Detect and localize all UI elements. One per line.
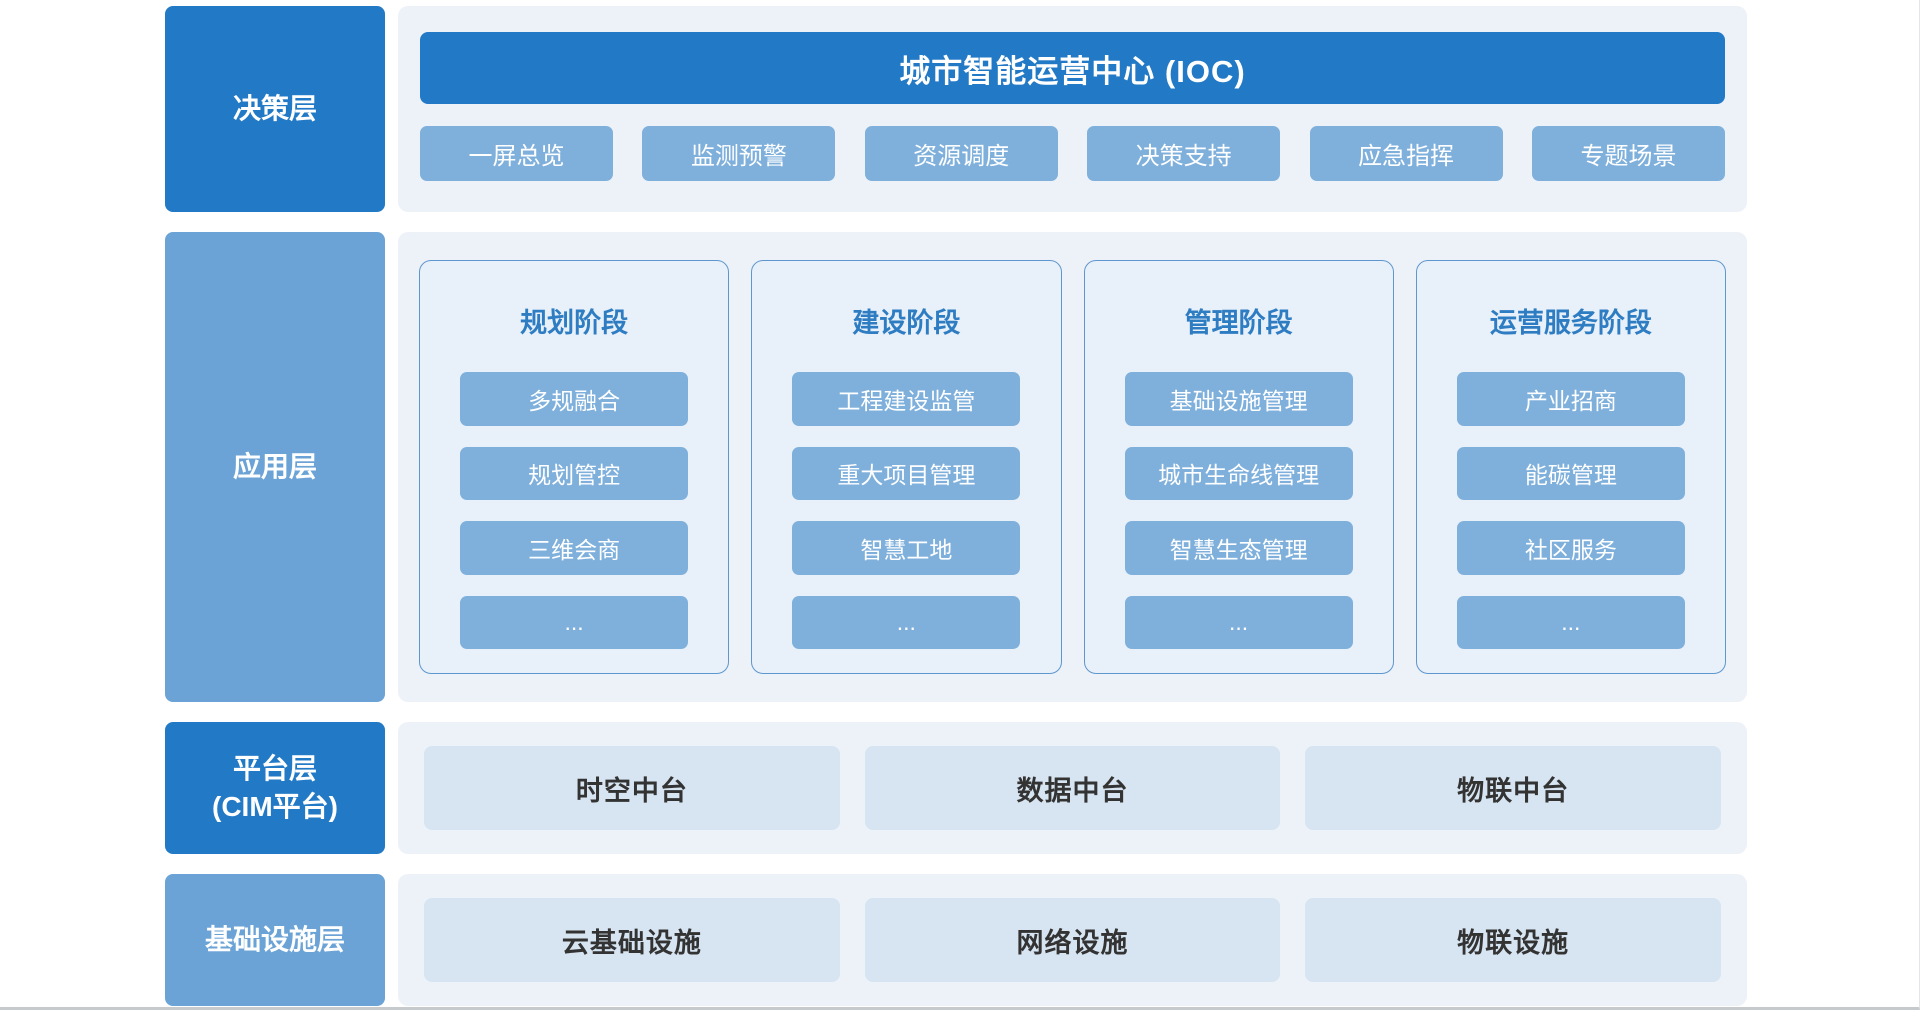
- infrastructure-layer-label-text: 基础设施层: [204, 924, 345, 956]
- ioc-title-bar: 城市智能运营中心 (IOC): [420, 32, 1725, 104]
- ioc-button-emergency[interactable]: 应急指挥: [1309, 126, 1503, 181]
- app-column-planning: 规划阶段 多规融合 规划管控 三维会商 ...: [419, 260, 730, 674]
- app-item-more[interactable]: ...: [1124, 595, 1353, 649]
- infrastructure-layer-panel: 云基础设施 网络设施 物联设施: [398, 874, 1747, 1006]
- infrastructure-layer-label: 基础设施层: [165, 874, 385, 1006]
- app-item[interactable]: 产业招商: [1456, 372, 1685, 426]
- ioc-button-row: 一屏总览 监测预警 资源调度 决策支持 应急指挥 专题场景: [420, 126, 1725, 181]
- app-item[interactable]: 重大项目管理: [792, 446, 1021, 500]
- app-item[interactable]: 城市生命线管理: [1124, 446, 1353, 500]
- ioc-button-resource[interactable]: 资源调度: [864, 126, 1058, 181]
- platform-layer-panel: 时空中台 数据中台 物联中台: [398, 722, 1747, 854]
- app-item[interactable]: 规划管控: [460, 446, 689, 500]
- app-column-title: 管理阶段: [1184, 308, 1293, 338]
- app-column-title: 规划阶段: [520, 308, 629, 338]
- ioc-button-overview[interactable]: 一屏总览: [420, 126, 613, 181]
- application-layer-label: 应用层: [165, 232, 385, 702]
- platform-layer-label-line1: 平台层: [232, 753, 317, 785]
- platform-layer-row: 平台层 (CIM平台) 时空中台 数据中台 物联中台: [165, 722, 1747, 854]
- decision-layer-label: 决策层: [165, 6, 385, 212]
- application-layer-panel: 规划阶段 多规融合 规划管控 三维会商 ... 建设阶段 工程建设监管 重大项目…: [398, 232, 1747, 702]
- platform-box-spatiotemporal: 时空中台: [424, 746, 840, 830]
- app-column-operation-service: 运营服务阶段 产业招商 能碳管理 社区服务 ...: [1415, 260, 1726, 674]
- app-item-more[interactable]: ...: [792, 595, 1021, 649]
- application-layer-label-text: 应用层: [232, 451, 317, 483]
- infrastructure-layer-row: 基础设施层 云基础设施 网络设施 物联设施: [165, 874, 1747, 1006]
- ioc-button-scenarios[interactable]: 专题场景: [1531, 126, 1725, 181]
- app-item-more[interactable]: ...: [460, 595, 689, 649]
- architecture-diagram: 决策层 城市智能运营中心 (IOC) 一屏总览 监测预警 资源调度 决策支持 应…: [165, 6, 1747, 1006]
- app-item-more[interactable]: ...: [1456, 595, 1685, 649]
- platform-layer-label: 平台层 (CIM平台): [165, 722, 385, 854]
- app-item[interactable]: 智慧工地: [792, 521, 1021, 575]
- app-item[interactable]: 基础设施管理: [1124, 372, 1353, 426]
- platform-box-iot: 物联中台: [1305, 746, 1722, 830]
- infra-box-network: 网络设施: [864, 898, 1281, 982]
- infra-box-cloud: 云基础设施: [424, 898, 840, 982]
- ioc-button-monitor-warning[interactable]: 监测预警: [642, 126, 836, 181]
- application-layer-row: 应用层 规划阶段 多规融合 规划管控 三维会商 ... 建设阶段 工程建设监管 …: [165, 232, 1747, 702]
- ioc-button-decision[interactable]: 决策支持: [1087, 126, 1281, 181]
- app-item[interactable]: 工程建设监管: [792, 372, 1021, 426]
- app-column-construction: 建设阶段 工程建设监管 重大项目管理 智慧工地 ...: [751, 260, 1062, 674]
- app-item[interactable]: 智慧生态管理: [1124, 521, 1353, 575]
- decision-layer-panel: 城市智能运营中心 (IOC) 一屏总览 监测预警 资源调度 决策支持 应急指挥 …: [398, 6, 1747, 212]
- platform-box-data: 数据中台: [864, 746, 1281, 830]
- app-item[interactable]: 社区服务: [1456, 521, 1685, 575]
- app-item[interactable]: 多规融合: [460, 372, 689, 426]
- app-column-management: 管理阶段 基础设施管理 城市生命线管理 智慧生态管理 ...: [1083, 260, 1394, 674]
- infra-box-iot: 物联设施: [1305, 898, 1722, 982]
- decision-layer-label-text: 决策层: [232, 93, 317, 125]
- app-column-title: 建设阶段: [852, 308, 961, 338]
- platform-layer-label-line2: (CIM平台): [212, 791, 338, 822]
- app-column-title: 运营服务阶段: [1489, 308, 1652, 338]
- app-item[interactable]: 三维会商: [460, 521, 689, 575]
- decision-layer-row: 决策层 城市智能运营中心 (IOC) 一屏总览 监测预警 资源调度 决策支持 应…: [165, 6, 1747, 212]
- app-item[interactable]: 能碳管理: [1456, 446, 1685, 500]
